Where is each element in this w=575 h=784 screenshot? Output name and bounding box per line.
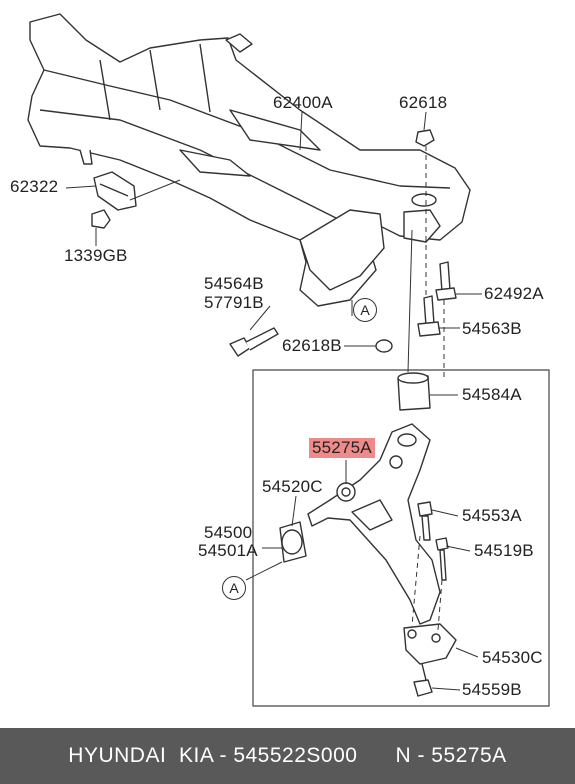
label-54553A: 54553A xyxy=(462,506,522,525)
label-54519B: 54519B xyxy=(474,541,534,560)
callout-a-bottom: A xyxy=(222,576,246,600)
label-54584A: 54584A xyxy=(462,385,522,404)
label-54500: 54500 xyxy=(204,523,253,542)
part-number-footer: HYUNDAI KIA - 545522S000 N - 55275A xyxy=(0,728,575,784)
label-54501A: 54501A xyxy=(198,541,258,560)
label-62400A: 62400A xyxy=(273,93,333,112)
label-57791B: 57791B xyxy=(204,293,264,312)
label-62492A: 62492A xyxy=(484,284,544,303)
label-54564B: 54564B xyxy=(204,274,264,293)
label-54530C: 54530C xyxy=(482,648,543,667)
label-55275A-highlighted: 55275A xyxy=(309,438,375,458)
parts-diagram: 62400A 62618 62322 1339GB 54564B 57791B … xyxy=(10,13,550,707)
label-54563B: 54563B xyxy=(462,319,522,338)
subframe-drawing xyxy=(27,13,550,707)
callout-a-top: A xyxy=(353,298,377,322)
label-54559B: 54559B xyxy=(462,680,522,699)
label-1339GB: 1339GB xyxy=(64,246,128,265)
label-62618-top: 62618 xyxy=(399,93,448,112)
label-62618B: 62618B xyxy=(282,336,342,355)
label-62322: 62322 xyxy=(10,177,59,196)
label-54520C: 54520C xyxy=(262,477,323,496)
